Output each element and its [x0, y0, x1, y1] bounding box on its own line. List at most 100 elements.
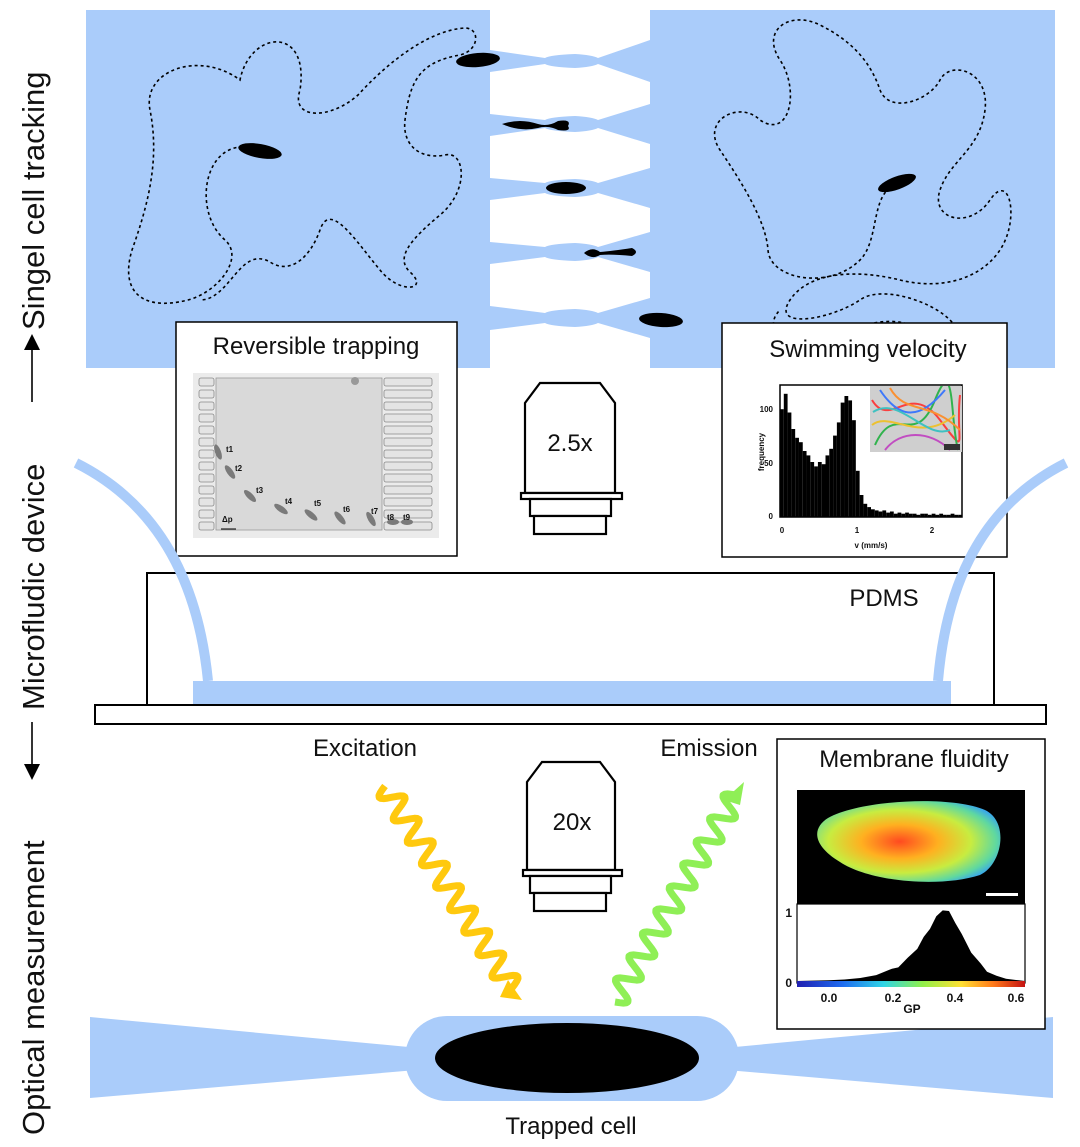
objective-2-5x-tip	[532, 514, 608, 536]
right-tracked-cell	[878, 173, 916, 193]
velocity-bar	[897, 512, 902, 517]
trap-cell-slot	[383, 461, 433, 471]
trap-grid-left	[198, 377, 215, 531]
trap-cell-slot	[383, 509, 433, 519]
glass-slide	[94, 704, 1047, 725]
velocity-bar	[878, 511, 883, 517]
velocity-ylabel: frequency	[757, 432, 766, 471]
velocity-bar	[874, 510, 879, 517]
right-trajectory	[713, 19, 1012, 344]
velocity-bar	[912, 513, 917, 517]
trap-cell-slot	[383, 413, 433, 423]
velocity-bar	[821, 464, 826, 517]
trap-cell-slot	[198, 401, 215, 411]
gp-cell-image	[817, 801, 1001, 882]
trap-time-label-6: t6	[343, 505, 351, 514]
trap-cell-slot	[198, 437, 215, 447]
trap-cell-slot	[198, 521, 215, 531]
velocity-bar	[810, 462, 815, 517]
trap-cell-slot	[198, 425, 215, 435]
gp-xlabel: GP	[903, 1002, 920, 1016]
velocity-bar	[935, 514, 940, 517]
objective-20x-lens	[528, 874, 613, 895]
trap-time-labels: t1 t2 t3 t4 t5 t6 t7 t8 t9 Δp	[221, 445, 411, 530]
gp-ytick-0: 0	[785, 976, 792, 990]
swimming-velocity-title: Swimming velocity	[769, 336, 966, 363]
left-tubing	[73, 458, 213, 682]
panel-swimming-velocity: Swimming velocity 100 50 0 0 1 2 v (mm/s…	[721, 322, 1008, 558]
velocity-bar	[829, 448, 834, 517]
velocity-bar	[886, 512, 890, 517]
excitation-wave	[375, 783, 522, 991]
velocity-bar	[916, 514, 921, 517]
velocity-bar	[889, 511, 894, 517]
velocity-bar	[931, 513, 936, 517]
trap-time-label-1: t1	[226, 445, 234, 454]
trap-cell-slot	[198, 485, 215, 495]
right-chamber	[650, 10, 1055, 368]
objective-2-5x-lens	[528, 497, 613, 518]
trap-time-label-8: t8	[387, 513, 395, 522]
gp-distribution	[797, 910, 1025, 981]
objective-2-5x-label: 2.5x	[547, 430, 592, 457]
gp-xtick-0-4: 0.4	[947, 991, 964, 1005]
velocity-bar	[920, 513, 925, 517]
velocity-inset-image	[870, 386, 962, 452]
objective-2-5x: 2.5x	[519, 381, 624, 536]
velocity-bar	[825, 455, 830, 517]
velocity-ytick-100: 100	[760, 405, 774, 414]
trap-time-label-3: t3	[256, 486, 264, 495]
gp-ytick-1: 1	[785, 906, 792, 920]
trap-cell-slot	[383, 377, 433, 387]
left-tracked-cell	[238, 143, 282, 159]
velocity-bar	[833, 435, 837, 517]
emission-wave	[612, 790, 739, 1007]
velocity-bar	[859, 495, 864, 517]
velocity-bar	[855, 470, 860, 517]
trap-cell-images	[214, 377, 413, 527]
trap-time-label-5: t5	[314, 499, 322, 508]
velocity-bar	[867, 507, 871, 517]
velocity-ytick-0: 0	[769, 512, 774, 521]
velocity-bar	[946, 514, 951, 517]
velocity-ytick-50: 50	[764, 459, 773, 468]
trapped-cell	[435, 1023, 699, 1093]
velocity-bar	[954, 514, 959, 517]
trap-time-label-2: t2	[235, 464, 243, 473]
left-trajectory	[127, 27, 477, 305]
gp-colorbar	[797, 981, 1025, 987]
velocity-bar	[791, 429, 796, 517]
velocity-bar	[814, 466, 818, 517]
trap-time-label-4: t4	[285, 497, 293, 506]
velocity-bar	[950, 513, 955, 517]
velocity-bar	[893, 513, 898, 517]
velocity-bar	[901, 513, 906, 517]
emission-arrowhead	[724, 782, 744, 805]
velocity-bar	[863, 503, 868, 517]
velocity-xlabel: v (mm/s)	[855, 541, 888, 550]
velocity-bar	[787, 412, 792, 517]
velocity-bar	[806, 455, 811, 517]
trap-cell-slot	[198, 389, 215, 399]
tracking-chambers	[86, 10, 1055, 368]
excitation-arrowhead	[500, 980, 522, 1000]
side-label-single-cell-tracking: Singel cell tracking	[16, 72, 51, 330]
trapped-cell-channel: Trapped cell	[90, 1016, 1053, 1140]
membrane-fluidity-title: Membrane fluidity	[819, 746, 1008, 773]
trap-grid-right	[383, 377, 433, 531]
trap-cell-slot	[383, 485, 433, 495]
gp-xtick-0-6: 0.6	[1008, 991, 1025, 1005]
channel-cells	[456, 52, 683, 328]
velocity-bar	[943, 514, 947, 517]
trap-cell-slot	[383, 401, 433, 411]
velocity-bar	[795, 437, 799, 517]
trap-cell-slot	[383, 437, 433, 447]
trapped-cell-label: Trapped cell	[505, 1113, 636, 1140]
side-label-optical-measurement: Optical measurement	[16, 840, 51, 1135]
trap-time-label-9: t9	[403, 513, 411, 522]
gp-xtick-0-0: 0.0	[821, 991, 838, 1005]
side-labels: Optical measurement Microfludic device S…	[16, 72, 51, 1135]
trap-cell-slot	[198, 509, 215, 519]
velocity-bar	[939, 513, 944, 517]
velocity-bar	[908, 513, 913, 517]
